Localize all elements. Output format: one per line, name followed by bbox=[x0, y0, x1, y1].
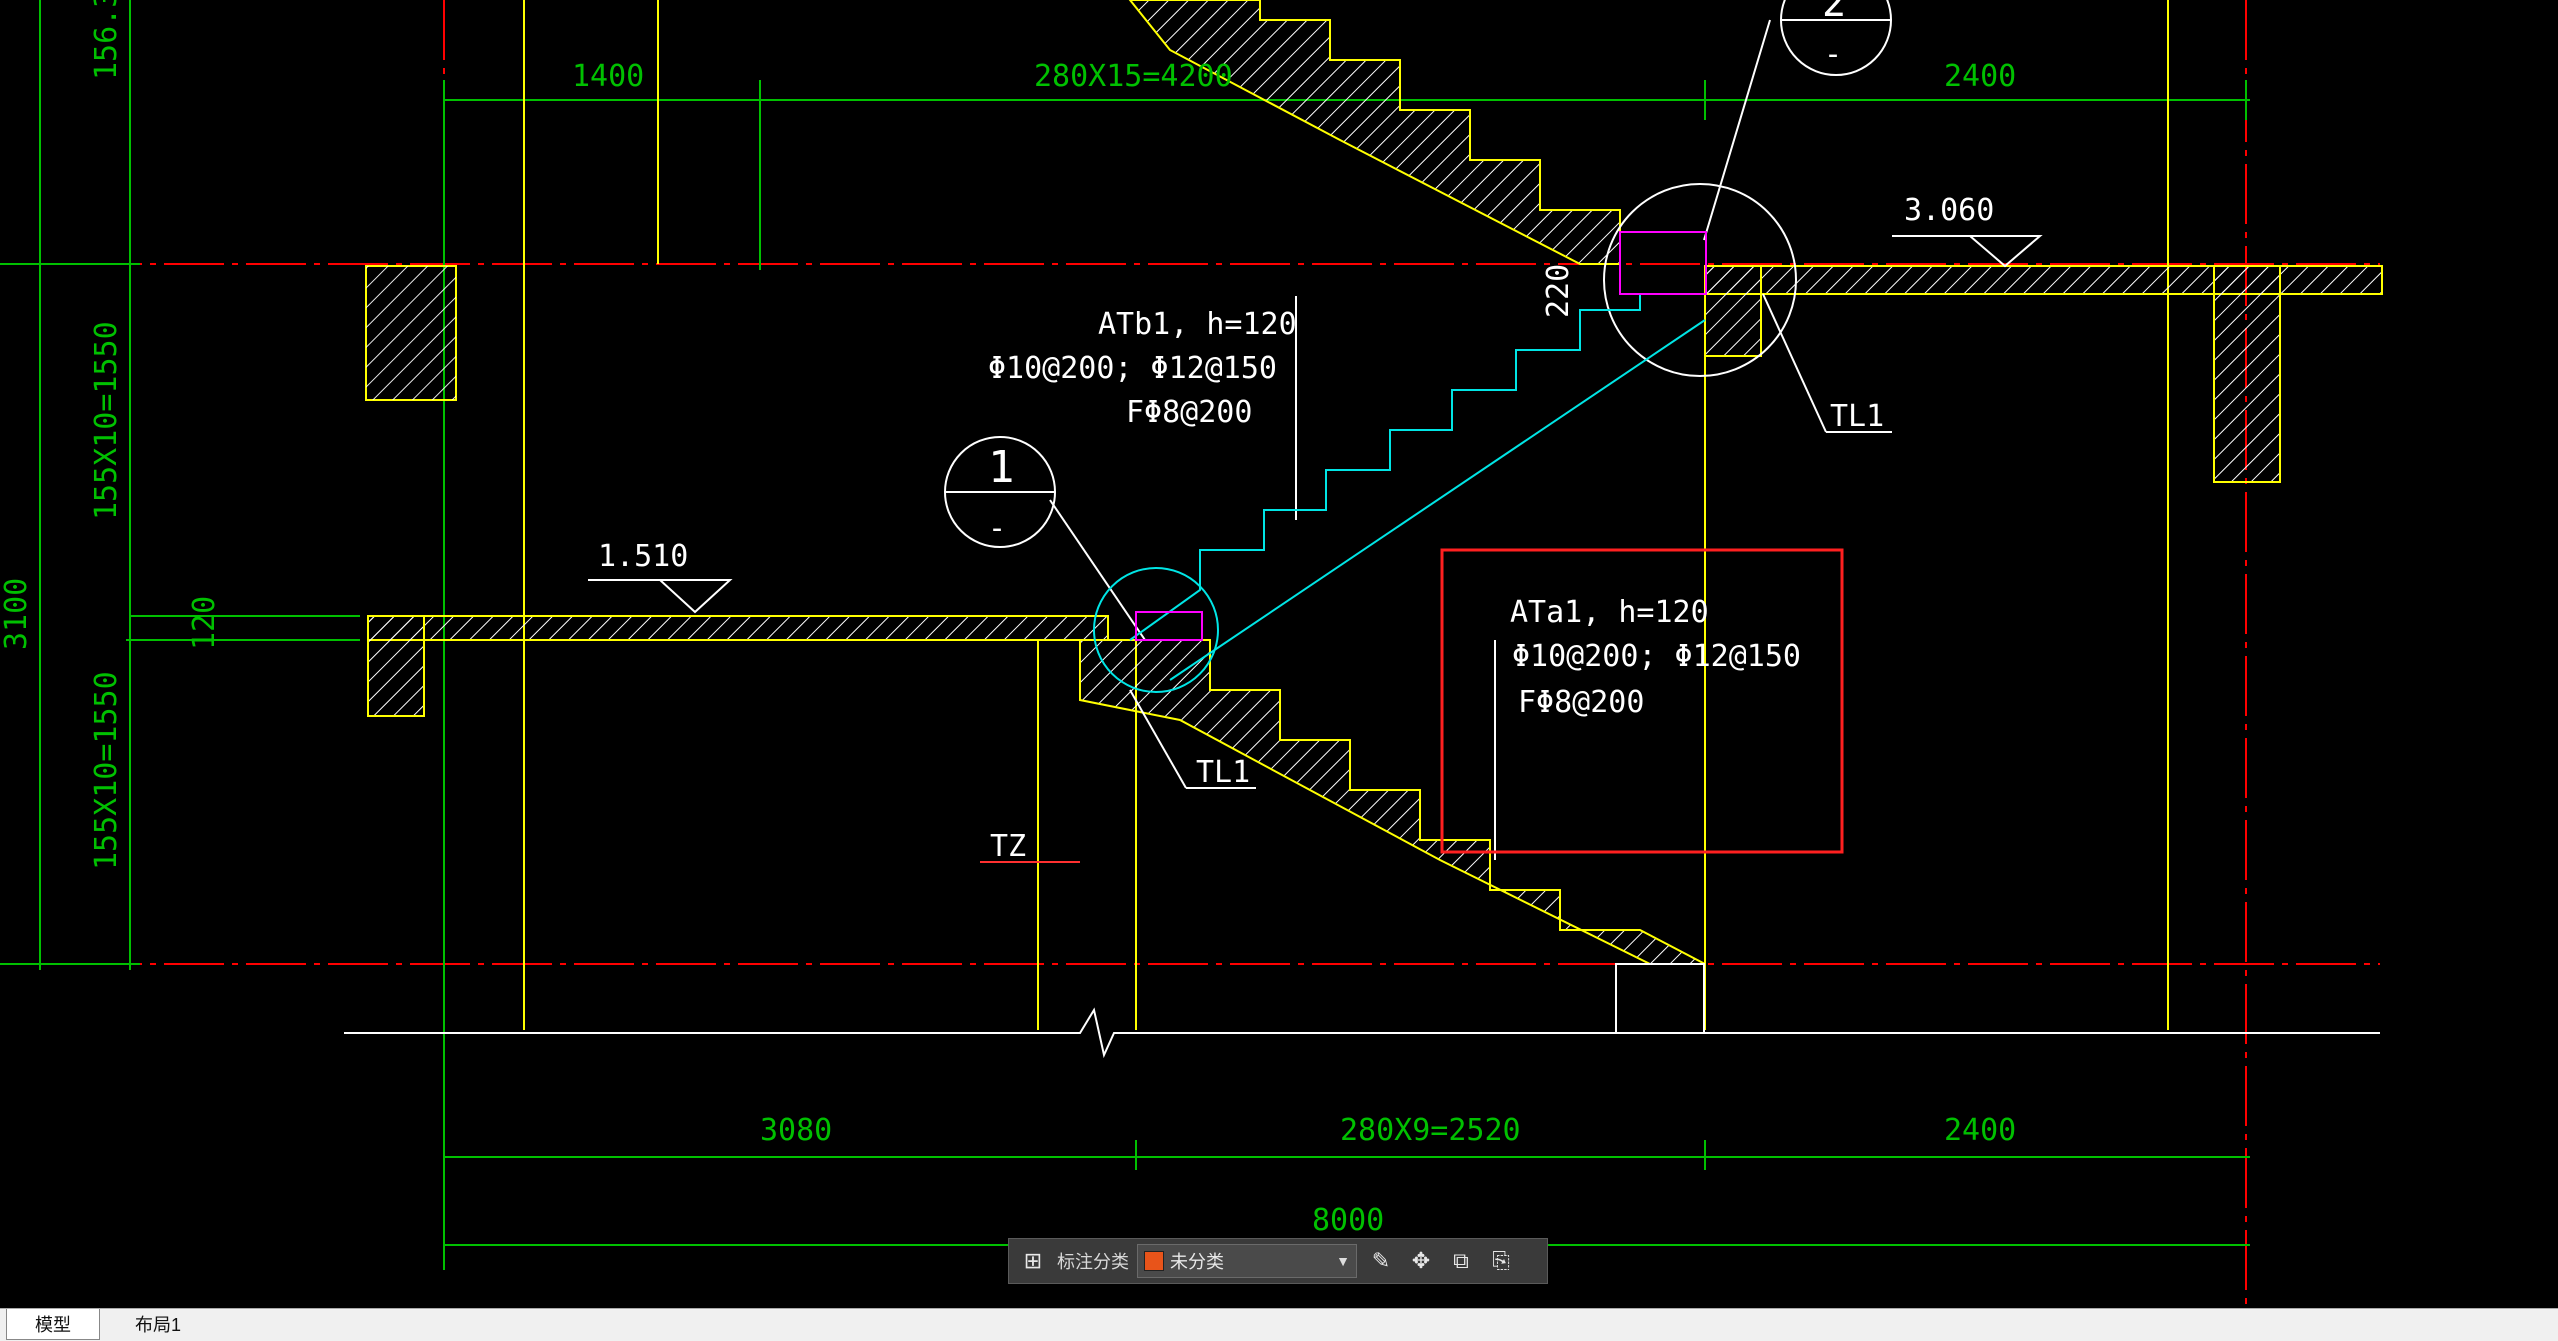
chevron-down-icon: ▼ bbox=[1336, 1253, 1350, 1269]
ata1-line1: ATa1, h=120 bbox=[1510, 595, 1709, 630]
category-color-swatch bbox=[1144, 1251, 1164, 1271]
edit-icon[interactable]: ✎ bbox=[1371, 1248, 1391, 1273]
category-value: 未分类 bbox=[1170, 1252, 1224, 1272]
callout-2-number: 2 bbox=[1822, 0, 1846, 26]
dim-bottom-left: 3080 bbox=[760, 1113, 832, 1148]
category-dropdown[interactable]: 未分类 ▼ bbox=[1137, 1244, 1357, 1278]
dim-slab-120: 120 bbox=[187, 596, 222, 650]
cyan-stair-line bbox=[1093, 293, 1706, 693]
dimension-lines bbox=[0, 0, 2250, 1270]
level-upper: 3.060 bbox=[1904, 193, 1994, 228]
hatched-slabs bbox=[366, 0, 2383, 965]
dim-left-mid: 155X10=1550 bbox=[89, 321, 124, 520]
atb1-line3: FΦ8@200 bbox=[1126, 395, 1252, 430]
tl1-upper-label: TL1 bbox=[1830, 399, 1884, 434]
paste-icon[interactable]: ⎘ bbox=[1492, 1248, 1510, 1273]
dim-left-top: 156.3X bbox=[89, 0, 124, 80]
dim-slab-220: 220 bbox=[1541, 264, 1576, 318]
grid-icon[interactable]: ⊞ bbox=[1023, 1248, 1043, 1273]
tab-model[interactable]: 模型 bbox=[6, 1309, 100, 1340]
highlight-box[interactable] bbox=[1440, 548, 1844, 854]
white-lines bbox=[344, 0, 2380, 1059]
dim-top-left: 1400 bbox=[572, 59, 644, 94]
structure-lines bbox=[365, 0, 2169, 1030]
tab-layout1[interactable]: 布局1 bbox=[134, 1315, 181, 1335]
dim-left-total: 3100 bbox=[0, 578, 34, 650]
dim-total: 8000 bbox=[1312, 1203, 1384, 1238]
layout-tab-bar: 模型 布局1 bbox=[0, 1308, 2558, 1341]
atb1-line1: ATb1, h=120 bbox=[1098, 307, 1297, 342]
tl1-lower-label: TL1 bbox=[1196, 755, 1250, 790]
dim-bottom-mid: 280X9=2520 bbox=[1340, 1113, 1521, 1148]
move-icon[interactable]: ✥ bbox=[1411, 1248, 1431, 1273]
callout-1-number: 1 bbox=[988, 442, 1015, 493]
level-lower: 1.510 bbox=[598, 539, 688, 574]
dim-top-mid: 280X15=4200 bbox=[1034, 59, 1233, 94]
dim-bottom-right: 2400 bbox=[1944, 1113, 2016, 1148]
dim-top-right: 2400 bbox=[1944, 59, 2016, 94]
magenta-beams bbox=[1135, 231, 1707, 641]
copy-icon[interactable]: ⧉ bbox=[1453, 1248, 1469, 1273]
cad-canvas[interactable]: 1400 280X15=4200 2400 3080 280X9=2520 24… bbox=[0, 0, 2558, 1308]
atb1-line2: Φ10@200; Φ12@150 bbox=[988, 351, 1277, 386]
callout-2-sub: - bbox=[1824, 37, 1842, 72]
annotation-toolbar: ⊞ 标注分类 未分类 ▼ ✎ ✥ ⧉ ⎘ bbox=[1008, 1238, 1548, 1284]
drawing-svg: 1400 280X15=4200 2400 3080 280X9=2520 24… bbox=[0, 0, 2383, 1308]
tz-label: TZ bbox=[990, 829, 1026, 864]
ata1-line2: Φ10@200; Φ12@150 bbox=[1512, 639, 1801, 674]
callout-1-sub: - bbox=[988, 511, 1006, 546]
ata1-line3: FΦ8@200 bbox=[1518, 685, 1644, 720]
dim-left-bottom: 155X10=1550 bbox=[89, 671, 124, 870]
category-label: 标注分类 bbox=[1057, 1252, 1129, 1272]
